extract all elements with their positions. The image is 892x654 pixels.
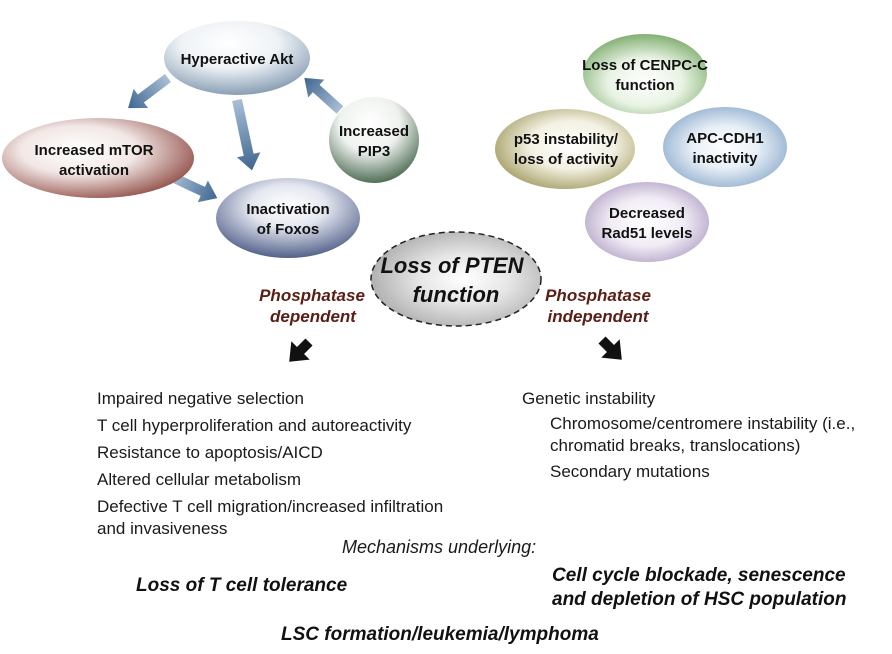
node-hyperactive-akt-label: Hyperactive Akt: [181, 51, 294, 68]
node-increased-pip3-label-2: PIP3: [358, 143, 391, 160]
branch-left-label-1: Phosphatase: [259, 286, 365, 305]
node-inactivation-foxos: Inactivation of Foxos: [216, 178, 360, 258]
mechanisms-label: Mechanisms underlying:: [342, 537, 537, 557]
left-list-item-6: and invasiveness: [97, 519, 228, 538]
node-increased-mtor-label-2: activation: [59, 162, 129, 179]
node-increased-pip3: Increased PIP3: [329, 97, 419, 183]
outcome-right-line-2: and depletion of HSC population: [552, 589, 847, 610]
node-increased-mtor: Increased mTOR activation: [2, 118, 194, 198]
arrow-akt-to-mtor: [128, 74, 172, 109]
branch-right-label-1: Phosphatase: [545, 286, 651, 305]
left-list-item-3: Resistance to apoptosis/AICD: [97, 443, 323, 462]
right-list-item-2: chromatid breaks, translocations): [550, 436, 801, 455]
center-label-line-2: function: [413, 282, 500, 307]
node-p53-instability-label-1: p53 instability/: [514, 131, 619, 148]
node-loss-cenpc: Loss of CENPC-C function: [582, 34, 708, 114]
left-list-item-2: T cell hyperproliferation and autoreacti…: [97, 416, 412, 435]
right-list-item-3: Secondary mutations: [550, 462, 710, 481]
arrow-down-left-icon: [289, 338, 313, 362]
arrow-akt-to-foxos: [232, 98, 261, 171]
left-list-item-1: Impaired negative selection: [97, 389, 304, 408]
node-p53-instability-label-2: loss of activity: [514, 151, 619, 168]
right-list-heading: Genetic instability: [522, 389, 656, 408]
outcome-right-line-1: Cell cycle blockade, senescence: [552, 565, 846, 586]
node-increased-mtor-label-1: Increased mTOR: [35, 142, 154, 159]
center-label-line-1: Loss of PTEN: [380, 253, 524, 278]
branch-left-label-2: dependent: [270, 307, 357, 326]
right-list-item-1: Chromosome/centromere instability (i.e.,: [550, 414, 856, 433]
node-loss-cenpc-label-1: Loss of CENPC-C: [582, 57, 708, 74]
arrow-pip3-to-akt: [304, 77, 344, 114]
node-decreased-rad51-label-2: Rad51 levels: [602, 225, 693, 242]
arrow-mtor-to-foxos: [169, 172, 218, 203]
center-node-loss-of-pten: Loss of PTEN function: [370, 231, 542, 327]
left-list-item-5: Defective T cell migration/increased inf…: [97, 497, 444, 516]
node-loss-cenpc-label-2: function: [615, 77, 674, 94]
outcome-bottom: LSC formation/leukemia/lymphoma: [281, 624, 599, 645]
node-hyperactive-akt: Hyperactive Akt: [164, 21, 310, 95]
node-apc-cdh1-label-2: inactivity: [692, 150, 758, 167]
node-decreased-rad51-label-1: Decreased: [609, 205, 685, 222]
node-p53-instability: p53 instability/ loss of activity: [495, 109, 635, 189]
arrow-down-right-icon: [598, 336, 622, 360]
left-list-item-4: Altered cellular metabolism: [97, 470, 302, 489]
node-inactivation-foxos-label-2: of Foxos: [257, 221, 320, 238]
node-apc-cdh1: APC-CDH1 inactivity: [663, 107, 787, 187]
node-apc-cdh1-label-1: APC-CDH1: [686, 130, 764, 147]
branch-right-label-2: independent: [547, 307, 649, 326]
outcome-left: Loss of T cell tolerance: [136, 575, 348, 596]
node-decreased-rad51: Decreased Rad51 levels: [585, 182, 709, 262]
node-inactivation-foxos-label-1: Inactivation: [246, 201, 329, 218]
node-increased-pip3-label-1: Increased: [339, 123, 409, 140]
